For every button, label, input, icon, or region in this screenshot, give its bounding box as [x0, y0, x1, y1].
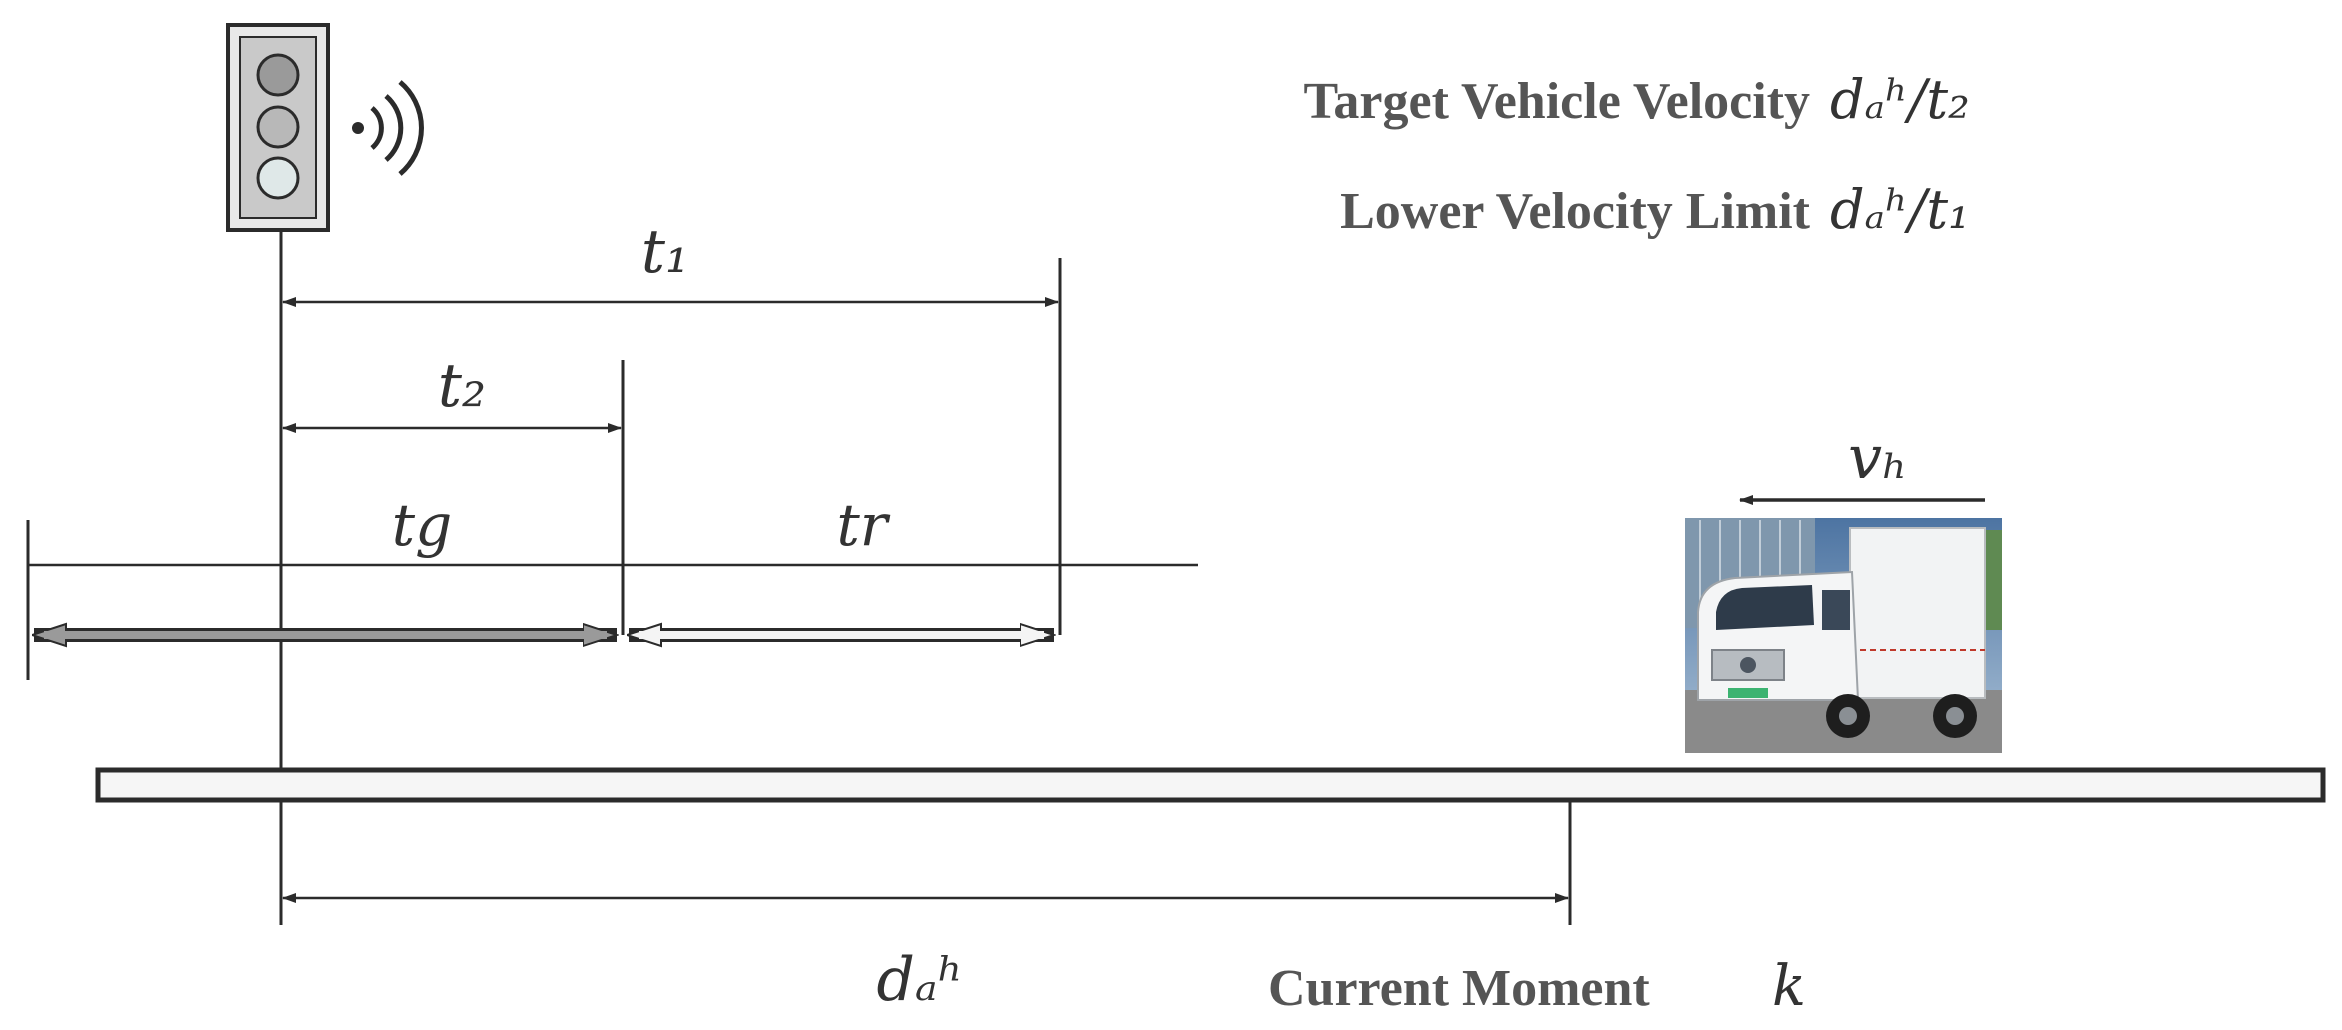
target-velocity-formula: dₐʰ/t₂: [1830, 68, 1970, 131]
road: [95, 767, 2326, 803]
current-moment-label: Current Moment: [1268, 960, 1650, 1017]
tr-label: tr: [836, 491, 890, 559]
target-velocity-label: Target Vehicle Velocity: [1304, 73, 1811, 130]
truck-photo: [1685, 518, 2002, 753]
lower-limit-formula: dₐʰ/t₁: [1830, 178, 1970, 241]
wireless-signal-icon: [352, 80, 424, 176]
current-moment-symbol: k: [1772, 954, 1806, 1019]
vh-label: vₕ: [1848, 423, 1908, 493]
tg-label: tg: [392, 491, 452, 559]
lower-limit-label: Lower Velocity Limit: [1340, 183, 1811, 240]
traffic-light-icon: [226, 23, 330, 232]
distance-label: dₐʰ: [877, 945, 964, 1015]
t1-label: t₁: [641, 217, 689, 287]
t2-label: t₂: [438, 351, 486, 421]
